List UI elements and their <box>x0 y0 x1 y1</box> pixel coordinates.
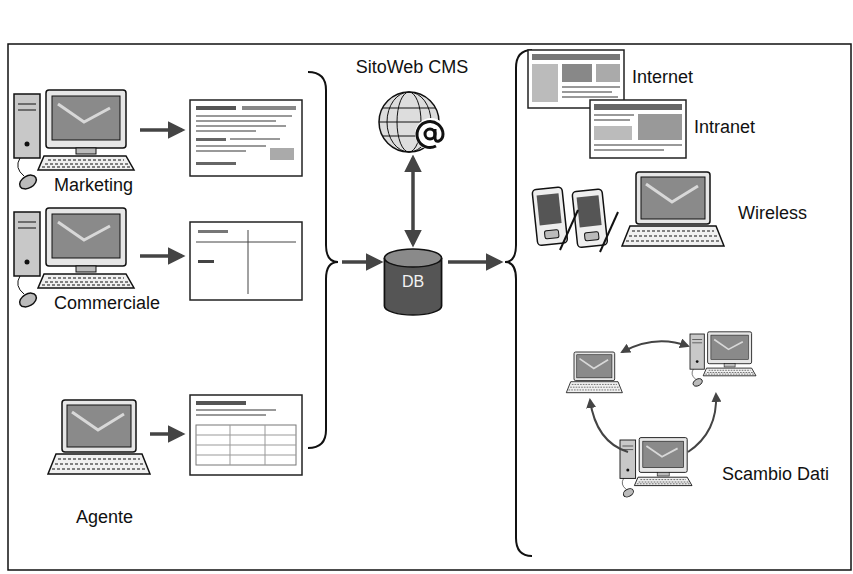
node-label: Wireless <box>738 202 807 224</box>
node-label: DB <box>381 271 445 293</box>
desktop-icon <box>620 438 692 499</box>
laptop-icon <box>48 400 150 474</box>
node-label-box: Commerciale <box>54 292 160 314</box>
web-page <box>590 100 686 158</box>
node-label-box: Marketing <box>54 174 133 196</box>
node-label: Marketing <box>54 174 133 196</box>
document <box>190 100 302 176</box>
node-label: Internet <box>632 66 693 88</box>
node-label: Commerciale <box>54 292 160 314</box>
node-label: Agente <box>76 506 133 528</box>
database-node: DB <box>381 246 445 318</box>
node-label: Scambio Dati <box>722 463 829 485</box>
cms-node: SitoWeb CMS <box>343 56 481 156</box>
node-label-box: Scambio Dati <box>722 463 829 485</box>
node-label: Intranet <box>694 116 755 138</box>
pda-icon <box>572 189 608 248</box>
node-label-box: Agente <box>76 506 133 528</box>
node-label: SitoWeb CMS <box>343 56 481 78</box>
stylus <box>600 212 618 252</box>
document <box>190 222 302 300</box>
node-label-box: Wireless <box>738 202 807 224</box>
arrow <box>590 341 716 452</box>
arrow <box>140 130 182 434</box>
desktop-icon <box>690 332 756 388</box>
node-label-box: Internet <box>632 66 693 88</box>
stylus <box>560 210 578 250</box>
document <box>190 395 302 475</box>
pda-icon <box>532 187 568 246</box>
frame <box>8 44 851 570</box>
bracket <box>505 50 532 556</box>
bracket <box>308 72 338 448</box>
laptop-icon <box>566 352 622 393</box>
node-label-box: Intranet <box>694 116 755 138</box>
laptop-icon <box>622 172 724 246</box>
connector-arrow <box>411 158 415 244</box>
